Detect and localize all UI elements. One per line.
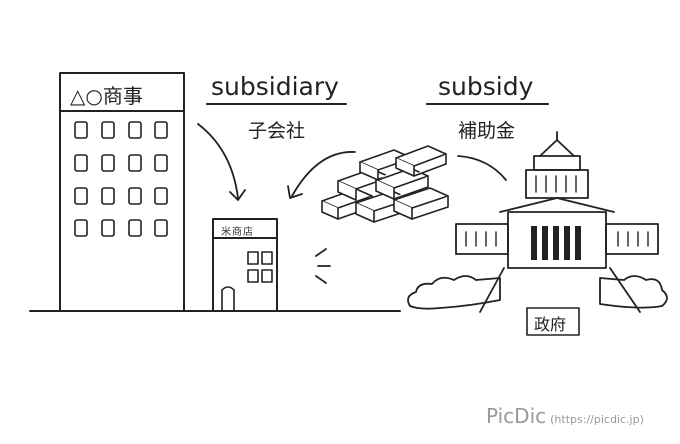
small-shop-building xyxy=(212,218,278,312)
government-sign-frame xyxy=(526,307,580,336)
government-building xyxy=(407,131,668,313)
picdic-logo-name: PicDic xyxy=(486,404,547,428)
picdic-logo-url: (https://picdic.jp) xyxy=(550,413,644,426)
big-company-building xyxy=(59,72,185,312)
arrow-from-government xyxy=(457,155,507,181)
picdic-logo: PicDic(https://picdic.jp) xyxy=(486,404,644,428)
arrow-to-shop-from-company xyxy=(197,123,246,201)
government-sign: 政府 xyxy=(534,315,567,334)
subsidy-word: subsidy xyxy=(438,72,534,101)
small-shop-sign: 米商店 xyxy=(221,227,254,238)
subsidiary-word: subsidiary xyxy=(211,72,339,101)
subsidiary-japanese: 子会社 xyxy=(248,120,306,142)
money-stack xyxy=(321,145,449,223)
big-company-sign: △○商事 xyxy=(70,84,143,108)
excitement-marks xyxy=(315,248,331,284)
arrow-to-shop-from-money xyxy=(287,151,356,199)
subsidy-japanese: 補助金 xyxy=(458,120,516,142)
